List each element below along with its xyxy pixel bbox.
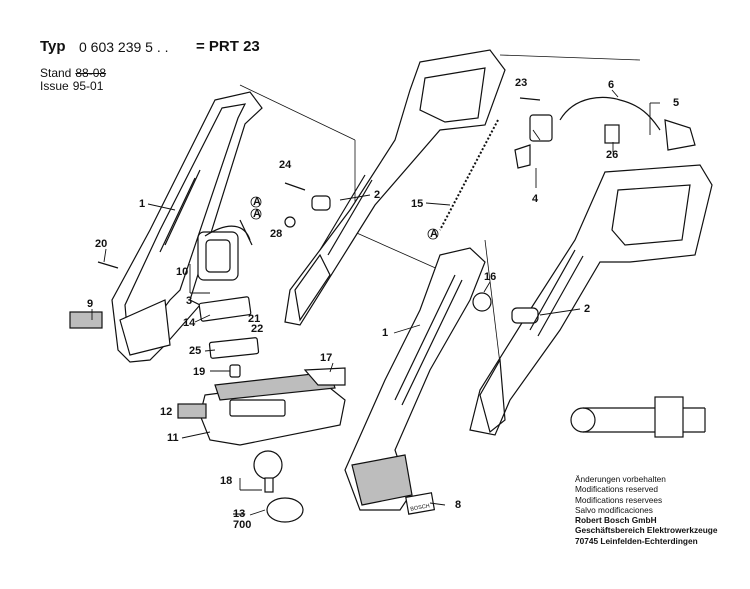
- part-label-21: 21: [248, 313, 260, 325]
- nut: [284, 216, 296, 228]
- legal-notes: Änderungen vorbehalten Modifications res…: [575, 474, 718, 546]
- part-label-700: 700: [233, 519, 251, 531]
- brand-label-text: BOSCH: [410, 503, 430, 512]
- switch-and-cable: [514, 96, 696, 169]
- note-line: Modifications reservees: [575, 494, 663, 505]
- part-label-12: 12: [160, 406, 172, 418]
- shaft-housing: [344, 247, 486, 511]
- part-label-9: 9: [87, 298, 93, 310]
- marker-a-2: A: [253, 208, 261, 220]
- part-label-23: 23: [515, 77, 527, 89]
- stand-label: Stand: [40, 66, 72, 80]
- marker-a-1: A: [253, 196, 261, 208]
- part-label-3: 3: [186, 295, 192, 307]
- screw: [284, 182, 306, 191]
- marker-a-3: A: [430, 228, 438, 240]
- part-label-6: 6: [608, 79, 614, 91]
- reference-marker-a: [250, 208, 262, 220]
- stand-value: 88-08: [75, 66, 107, 80]
- part-label-19: 19: [193, 366, 205, 378]
- part-label-13: 13: [233, 508, 245, 520]
- part-label-24: 24: [279, 159, 292, 171]
- cover-plate: [208, 337, 260, 359]
- part-label-2a: 2: [374, 189, 380, 201]
- company-name: Robert Bosch GmbH: [575, 515, 657, 526]
- part-label-11: 11: [167, 432, 179, 444]
- part-label-26: 26: [606, 149, 618, 161]
- part-label-10: 10: [176, 266, 188, 278]
- note-line: Salvo modificaciones: [575, 504, 653, 515]
- company-division: Geschäftsbereich Elektrowerkzeuge: [575, 525, 718, 536]
- guard: [199, 371, 346, 446]
- part-label-5: 5: [673, 97, 679, 109]
- warning-label: [177, 403, 207, 419]
- model-name: = PRT 23: [196, 38, 260, 55]
- type-label: Typ: [40, 38, 66, 55]
- part-label-17: 17: [320, 352, 332, 364]
- part-label-1b: 1: [382, 327, 388, 339]
- part-label-16: 16: [484, 271, 496, 283]
- wire-spring: [439, 119, 499, 231]
- knob: [472, 292, 492, 312]
- part-label-28: 28: [270, 228, 282, 240]
- part-label-4: 4: [532, 193, 539, 205]
- part-label-25: 25: [189, 345, 201, 357]
- type-number: 0 603 239 5 . .: [79, 39, 169, 55]
- leader-lines: [91, 89, 660, 516]
- reference-marker-a: [427, 228, 439, 240]
- housing-half-left: [111, 91, 263, 363]
- rating-label: [69, 311, 103, 329]
- brand-label: [405, 492, 436, 515]
- part-label-14: 14: [183, 317, 196, 329]
- bushing: [229, 364, 241, 378]
- handle-housing-right: [469, 164, 713, 436]
- note-line: Modifications reserved: [575, 484, 659, 495]
- note-line: Änderungen vorbehalten: [575, 474, 666, 484]
- part-label-8: 8: [455, 499, 461, 511]
- motor: [197, 219, 253, 281]
- label-strip: [303, 367, 346, 386]
- part-label-15: 15: [411, 198, 423, 210]
- part-label-1a: 1: [139, 198, 145, 210]
- issue-label: Issue: [40, 79, 69, 93]
- handle-housing-center: [284, 49, 506, 326]
- issue-value: 95-01: [72, 79, 104, 93]
- part-label-18: 18: [220, 475, 232, 487]
- company-address: 70745 Leinfelden-Echterdingen: [575, 535, 698, 546]
- part-label-22: 22: [251, 323, 263, 335]
- cutter-head: [253, 450, 304, 523]
- reference-marker-a: [250, 196, 262, 208]
- screw-small: [97, 261, 119, 269]
- part-label-2b: 2: [584, 303, 590, 315]
- circuit-schematic: [570, 396, 706, 438]
- switch-plate: [198, 296, 252, 322]
- part-label-20: 20: [95, 238, 107, 250]
